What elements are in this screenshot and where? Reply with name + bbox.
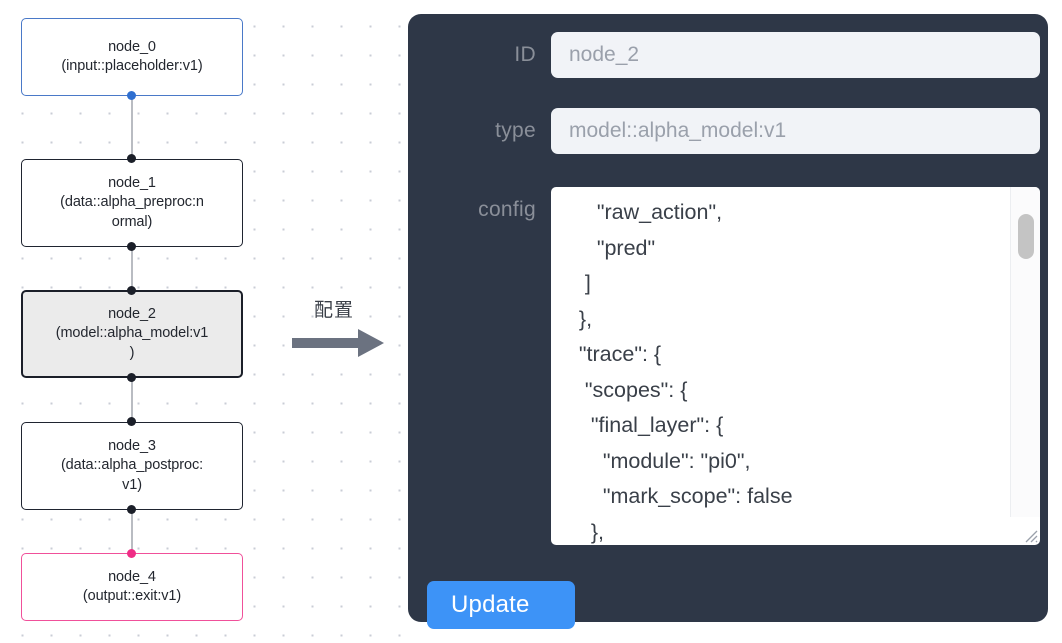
graph-node-node_3[interactable]: node_3 (data::alpha_postproc: v1): [21, 422, 243, 510]
node-label: node_1 (data::alpha_preproc:n ormal): [60, 174, 204, 233]
node-id-text: node_4: [108, 568, 156, 585]
node-type-text: (output::exit:v1): [82, 588, 182, 604]
node-id-text: node_3: [108, 437, 156, 454]
port-handle-node_3-in[interactable]: [127, 417, 136, 426]
node-type-text: (input::placeholder:v1): [61, 58, 203, 74]
graph-node-node_2[interactable]: node_2 (model::alpha_model:v1 ): [21, 290, 243, 378]
graph-canvas[interactable]: node_0 (input::placeholder:v1) node_1 (d…: [0, 0, 402, 643]
node-label: node_2 (model::alpha_model:v1 ): [56, 305, 209, 364]
node-label: node_0 (input::placeholder:v1): [61, 38, 202, 77]
node-type-text: (data::alpha_postproc:: [60, 457, 204, 474]
id-input[interactable]: [551, 32, 1040, 78]
edge-node3-node4: [131, 506, 133, 557]
edge-node0-node1: [131, 92, 133, 162]
update-button[interactable]: Update: [427, 581, 575, 629]
field-row-id: ID: [418, 32, 1040, 78]
config-textarea[interactable]: "raw_action", "pred" ] }, "trace": { "sc…: [551, 187, 1006, 545]
arrow-right-icon: [292, 329, 384, 357]
config-field-label: config: [478, 198, 536, 221]
node-label: node_4 (output::exit:v1): [83, 568, 181, 607]
node-id-text: node_0: [108, 38, 156, 55]
node-id-text: node_1: [108, 174, 156, 191]
port-handle-node_1-in[interactable]: [127, 154, 136, 163]
port-handle-node_0-out[interactable]: [127, 91, 136, 100]
node-id-text: node_2: [108, 305, 156, 322]
vertical-scrollbar[interactable]: [1010, 187, 1040, 517]
graph-node-node_0[interactable]: node_0 (input::placeholder:v1): [21, 18, 243, 96]
node-type-text: (data::alpha_preproc:n: [60, 194, 204, 211]
node-type-text-cont: ): [129, 344, 135, 361]
graph-node-node_1[interactable]: node_1 (data::alpha_preproc:n ormal): [21, 159, 243, 247]
field-row-config: config "raw_action", "pred" ] }, "trace"…: [418, 187, 1040, 545]
transition-label: 配置: [313, 300, 354, 321]
graph-node-node_4[interactable]: node_4 (output::exit:v1): [21, 553, 243, 621]
field-row-type: type: [418, 108, 1040, 154]
node-type-text-cont: ormal): [111, 213, 153, 230]
port-handle-node_4-in[interactable]: [127, 549, 136, 558]
edge-node2-node3: [131, 374, 133, 426]
type-input[interactable]: [551, 108, 1040, 154]
port-handle-node_2-in[interactable]: [127, 286, 136, 295]
port-handle-node_3-out[interactable]: [127, 505, 136, 514]
port-handle-node_1-out[interactable]: [127, 242, 136, 251]
resize-grip-icon[interactable]: [1021, 526, 1038, 543]
node-type-text-cont: v1): [122, 476, 142, 493]
config-editor[interactable]: "raw_action", "pred" ] }, "trace": { "sc…: [551, 187, 1040, 545]
edge-node1-node2: [131, 243, 133, 294]
transition-arrow-group: 配置: [292, 295, 396, 365]
node-type-text: (model::alpha_model:v1: [55, 325, 209, 342]
node-label: node_3 (data::alpha_postproc: v1): [61, 437, 203, 496]
type-field-label: type: [495, 119, 536, 142]
id-field-label: ID: [514, 43, 536, 66]
port-handle-node_2-out[interactable]: [127, 373, 136, 382]
node-config-panel: ID type config "raw_action", "pred" ] },…: [408, 14, 1048, 629]
scrollbar-thumb[interactable]: [1018, 214, 1034, 259]
